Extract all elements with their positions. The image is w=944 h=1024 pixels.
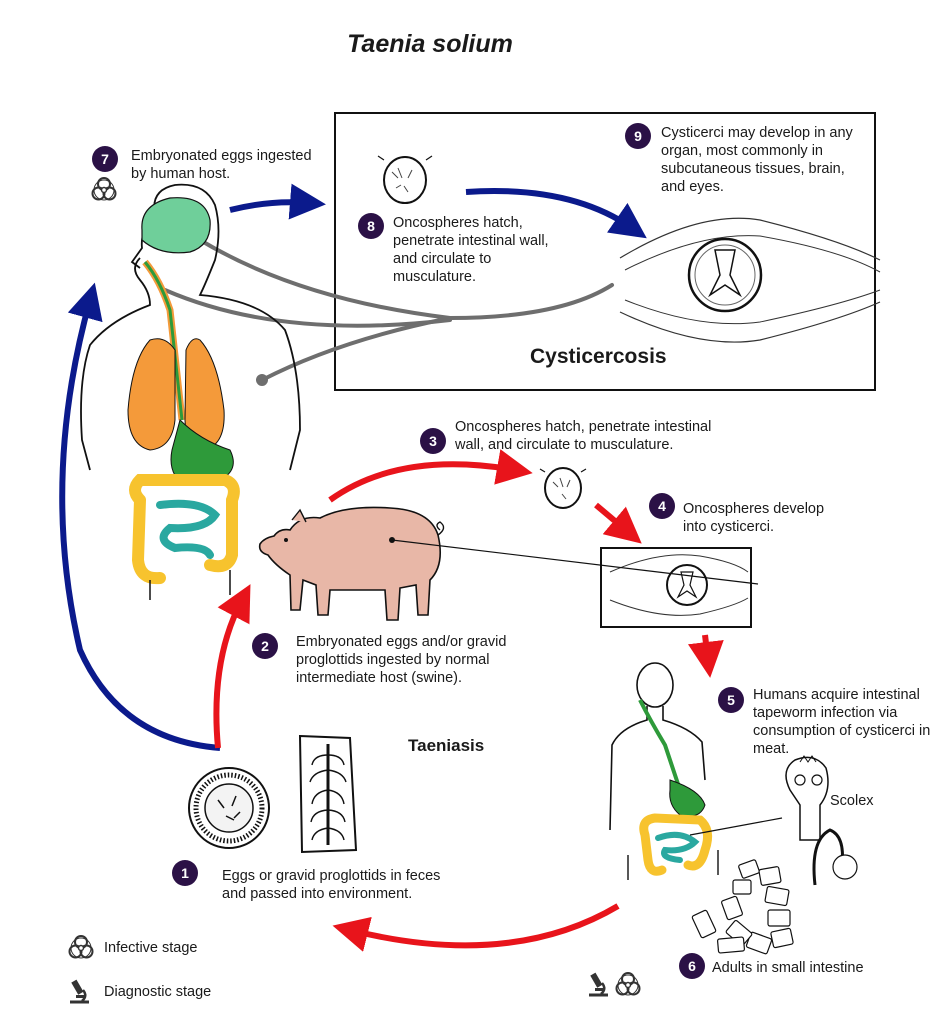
- arrow-pig-to-oncosphere: [328, 449, 533, 503]
- arrow-egg-to-human: [59, 282, 221, 751]
- step-9-text: Cysticerci may develop in any organ, mos…: [661, 125, 853, 195]
- human-host-figure: [80, 183, 301, 600]
- step-4-badge: 4: [649, 493, 675, 519]
- pig-image: [258, 506, 445, 621]
- biohazard-icon: [615, 972, 641, 996]
- microscope-icon: [68, 978, 91, 1004]
- diagram-title: Taenia solium: [347, 30, 513, 58]
- step-6-text: Adults in small intestine: [712, 960, 864, 976]
- scolex-label: Scolex: [830, 793, 874, 809]
- arrow-oncosphere-to-cysticerci: [594, 502, 642, 544]
- gravid-proglottid-image: [298, 734, 358, 854]
- microscope-icon: [587, 971, 610, 997]
- pig-muscle-pointer: [391, 539, 759, 585]
- legend-infective-stage: Infective stage: [104, 940, 198, 956]
- step-9-badge: 9: [625, 123, 651, 149]
- egg-image: [188, 767, 270, 849]
- small-intestine: [156, 499, 221, 559]
- human-definitive-host-figure: [609, 662, 719, 880]
- left-lung: [127, 338, 176, 451]
- step-6-badge: 6: [679, 953, 705, 979]
- arrow-meat-to-human: [687, 634, 724, 678]
- cysticercosis-heading: Cysticercosis: [530, 345, 667, 368]
- taeniasis-heading: Taeniasis: [408, 736, 485, 755]
- scolex-image: [785, 755, 829, 841]
- cysticercus-in-muscle-image: [619, 217, 881, 343]
- biohazard-icon: [91, 177, 117, 201]
- legend-diagnostic-stage: Diagnostic stage: [104, 984, 212, 1000]
- step-1-text: Eggs or gravid proglottids in feces and …: [222, 868, 441, 902]
- arrow-human-to-oncosphere: [229, 183, 326, 220]
- cysticercus-small-image: [609, 554, 749, 616]
- step-3-text: Oncospheres hatch, penetrate intestinal …: [455, 419, 712, 453]
- intestine-pointer: [689, 817, 783, 836]
- biohazard-icon: [68, 935, 94, 959]
- step-1-badge: 1: [172, 860, 198, 886]
- adult-tapeworm-image: [691, 828, 858, 955]
- step-2-text: Embryonated eggs and/or gravid proglotti…: [296, 634, 507, 686]
- oncosphere-image-3: [539, 467, 587, 509]
- arrow-egg-to-pig: [213, 584, 251, 749]
- brain: [141, 197, 211, 254]
- oncosphere-image-8: [377, 155, 433, 204]
- step-7-badge: 7: [92, 146, 118, 172]
- step-5-badge: 5: [718, 687, 744, 713]
- cysticercosis-box: [334, 112, 876, 391]
- arrow-adult-to-environment: [332, 903, 620, 952]
- step-5-text: Humans acquire intestinal tapeworm infec…: [753, 687, 931, 757]
- arrow-oncosphere-to-cysticercus: [465, 188, 647, 239]
- step-8-text: Oncospheres hatch, penetrate intestinal …: [393, 215, 549, 285]
- large-intestine: [129, 474, 240, 585]
- step-8-badge: 8: [358, 213, 384, 239]
- step-2-badge: 2: [252, 633, 278, 659]
- step-7-text: Embryonated eggs ingested by human host.: [131, 148, 312, 182]
- step-3-badge: 3: [420, 428, 446, 454]
- step-4-text: Oncospheres develop into cysticerci.: [683, 501, 825, 535]
